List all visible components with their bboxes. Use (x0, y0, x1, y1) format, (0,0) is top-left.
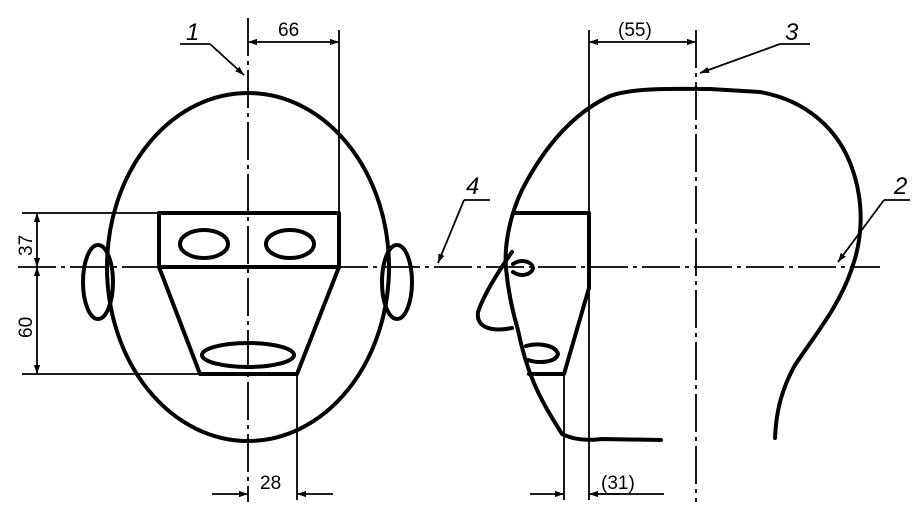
dim-66-label: 66 (278, 20, 299, 41)
front-view: 66 28 37 60 1 (16, 18, 414, 502)
mouth-zone-trapezoid (157, 265, 341, 376)
side-mouth (524, 342, 560, 364)
nose (475, 250, 514, 332)
callout-3-label: 3 (785, 19, 799, 46)
dim-28-label: 28 (260, 473, 281, 494)
right-eye (264, 228, 316, 260)
left-eye (178, 228, 230, 260)
side-view: (55) (31) 3 4 2 (437, 19, 910, 502)
callout-1-label: 1 (186, 19, 199, 46)
dim-60-label: 60 (16, 317, 37, 338)
side-eye-zone (512, 211, 591, 376)
side-eye (511, 259, 535, 277)
dim-55-label: (55) (618, 20, 652, 41)
right-ear (380, 243, 414, 321)
side-head-profile (503, 86, 863, 442)
callout-2-leader (837, 199, 885, 263)
callout-4-label: 4 (466, 173, 479, 200)
callout-3-leader (699, 43, 781, 74)
callout-1-leader (209, 43, 245, 76)
dim-31-label: (31) (601, 473, 635, 494)
left-ear (81, 243, 115, 321)
dim-37-label: 37 (16, 235, 37, 256)
callout-2-label: 2 (893, 173, 907, 200)
callout-4-leader (437, 199, 465, 264)
